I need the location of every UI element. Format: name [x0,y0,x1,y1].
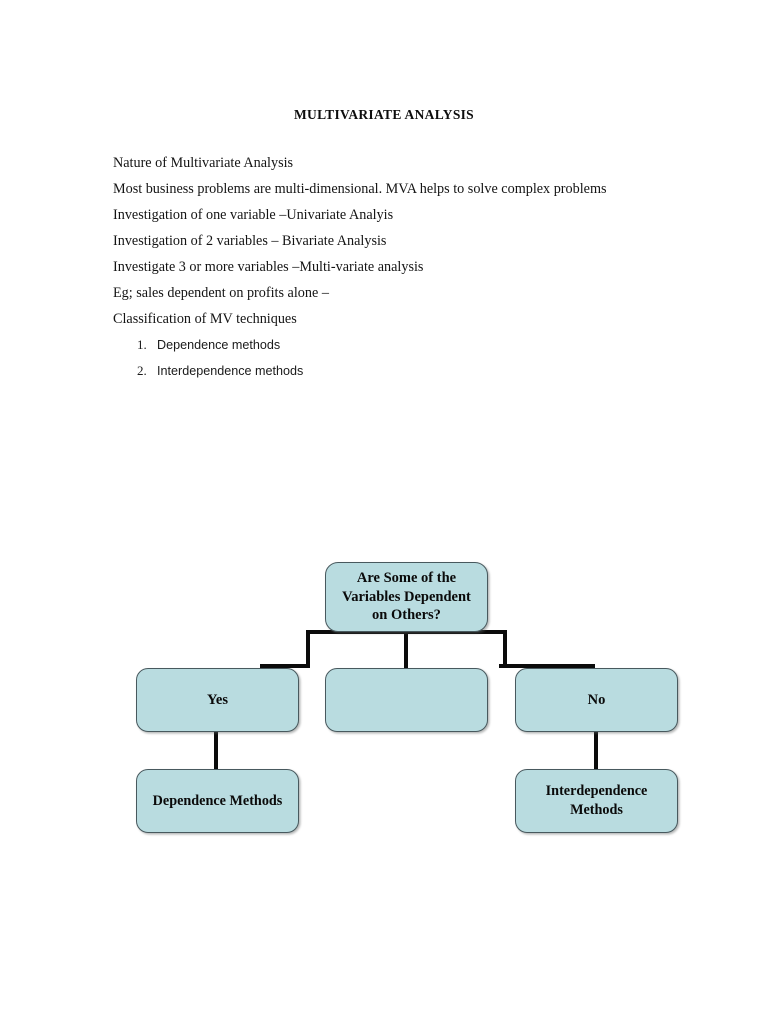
list-item: 2. Interdependence methods [137,358,637,384]
flow-node-empty[interactable] [325,668,488,732]
body-line: Classification of MV techniques [113,311,297,327]
connector-root-to-no [503,630,507,668]
flow-node-yes-label: Yes [207,691,228,708]
body-line: Investigation of 2 variables – Bivariate… [113,233,387,249]
connector-yes-to-dependence [214,732,218,770]
flow-node-interdependence-methods-label: Interdependence Methods [545,783,648,818]
connector-no-to-interdependence [594,732,598,770]
list-item-marker: 2. [137,363,147,378]
connector-bracket-left-stub [260,664,310,668]
numbered-list: 1. Dependence methods 2. Interdependence… [137,332,637,384]
flow-node-dependence-methods-label: Dependence Methods [152,792,283,809]
connector-bracket-right-stub [499,664,595,668]
body-line: Investigation of one variable –Univariat… [113,207,394,223]
body-line: Investigate 3 or more variables –Multi-v… [113,259,424,275]
connector-root-to-middle [404,630,408,668]
list-item-marker: 1. [137,337,147,352]
flow-node-no[interactable]: No [515,668,678,732]
flow-node-dependence-methods[interactable]: Dependence Methods [136,769,299,833]
flow-node-yes[interactable]: Yes [136,668,299,732]
list-item: 1. Dependence methods [137,332,637,358]
list-item-label: Interdependence methods [157,364,304,378]
connector-root-to-yes [306,630,310,668]
body-text-block: Nature of Multivariate Analysis Most bus… [113,150,713,332]
page-title: MULTIVARIATE ANALYSIS [294,107,474,122]
body-line: Most business problems are multi-dimensi… [113,181,607,197]
flow-node-question-label: Are Some of the Variables Dependent on O… [342,570,471,624]
list-item-label: Dependence methods [157,338,281,352]
flow-node-question[interactable]: Are Some of the Variables Dependent on O… [325,562,488,632]
body-line: Eg; sales dependent on profits alone – [113,285,329,301]
flow-node-no-label: No [587,691,606,708]
flow-node-interdependence-methods[interactable]: Interdependence Methods [515,769,678,833]
body-line: Nature of Multivariate Analysis [113,155,294,171]
